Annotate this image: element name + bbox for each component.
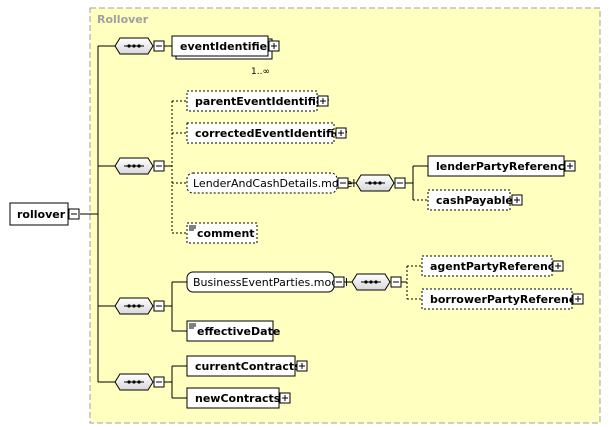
element-label: effectiveDate bbox=[197, 325, 280, 338]
element-label: lenderPartyReference bbox=[436, 160, 572, 173]
element-label: eventIdentifier bbox=[180, 40, 273, 53]
plus-box-icon[interactable] bbox=[296, 360, 308, 372]
plus-box-icon[interactable] bbox=[552, 260, 564, 272]
minus-box-icon[interactable] bbox=[394, 177, 406, 189]
element-comment[interactable]: comment bbox=[186, 222, 258, 244]
plus-box-icon[interactable] bbox=[268, 40, 280, 52]
group-ref-label: BusinessEventParties.model bbox=[193, 276, 348, 289]
group-ref-label: LenderAndCashDetails.model bbox=[193, 177, 355, 190]
plus-box-icon[interactable] bbox=[564, 160, 576, 172]
element-parentEventIdentifier[interactable]: parentEventIdentifier bbox=[186, 90, 329, 112]
plus-box-icon[interactable] bbox=[511, 194, 523, 206]
group-ref-LenderAndCashDetails[interactable]: LenderAndCashDetails.model bbox=[186, 172, 355, 194]
plus-box-icon[interactable] bbox=[335, 127, 347, 139]
element-label: borrowerPartyReference bbox=[430, 293, 583, 306]
minus-box-icon[interactable] bbox=[333, 276, 345, 288]
root-element-rollover[interactable]: rollover bbox=[9, 202, 80, 226]
minus-box-icon[interactable] bbox=[153, 376, 165, 388]
sequence-compositor-4[interactable] bbox=[355, 174, 406, 192]
sequence-compositor-5[interactable] bbox=[351, 273, 402, 291]
minus-box-icon[interactable] bbox=[68, 208, 80, 220]
root-label: rollover bbox=[17, 208, 66, 221]
element-correctedEventIdentifier[interactable]: correctedEventIdentifier bbox=[186, 122, 348, 144]
element-label: currentContracts bbox=[195, 360, 301, 373]
sequence-compositor-6[interactable] bbox=[114, 373, 165, 391]
simple-type-icon bbox=[189, 225, 196, 231]
group-ref-BusinessEventParties[interactable]: BusinessEventParties.model bbox=[186, 271, 348, 293]
plus-box-icon[interactable] bbox=[279, 392, 291, 404]
element-eventIdentifier[interactable]: eventIdentifier 1..∞ bbox=[171, 35, 280, 77]
plus-box-icon[interactable] bbox=[317, 95, 329, 107]
element-cashPayable[interactable]: cashPayable bbox=[427, 189, 523, 211]
element-lenderPartyReference[interactable]: lenderPartyReference bbox=[427, 155, 576, 177]
minus-box-icon[interactable] bbox=[153, 160, 165, 172]
element-borrowerPartyReference[interactable]: borrowerPartyReference bbox=[421, 288, 584, 310]
cardinality-label: 1..∞ bbox=[251, 67, 270, 77]
element-agentPartyReference[interactable]: agentPartyReference bbox=[421, 255, 564, 277]
sequence-compositor-3[interactable] bbox=[114, 297, 165, 315]
element-label: correctedEventIdentifier bbox=[195, 127, 348, 140]
element-currentContracts[interactable]: currentContracts bbox=[186, 355, 308, 377]
plus-box-icon[interactable] bbox=[572, 293, 584, 305]
element-label: cashPayable bbox=[436, 194, 513, 207]
element-label: parentEventIdentifier bbox=[195, 95, 329, 108]
minus-box-icon[interactable] bbox=[390, 276, 402, 288]
element-label: newContracts bbox=[195, 392, 281, 405]
sequence-compositor-1[interactable] bbox=[114, 37, 165, 55]
element-newContracts[interactable]: newContracts bbox=[186, 387, 291, 409]
group-title: Rollover bbox=[97, 13, 149, 26]
rollover-group: Rollover bbox=[89, 7, 601, 424]
sequence-compositor-2[interactable] bbox=[114, 157, 165, 175]
minus-box-icon[interactable] bbox=[153, 40, 165, 52]
simple-type-icon bbox=[189, 323, 196, 329]
element-label: agentPartyReference bbox=[430, 260, 562, 273]
minus-box-icon[interactable] bbox=[153, 300, 165, 312]
minus-box-icon[interactable] bbox=[337, 177, 349, 189]
element-label: comment bbox=[197, 227, 255, 240]
element-effectiveDate[interactable]: effectiveDate bbox=[186, 320, 280, 342]
